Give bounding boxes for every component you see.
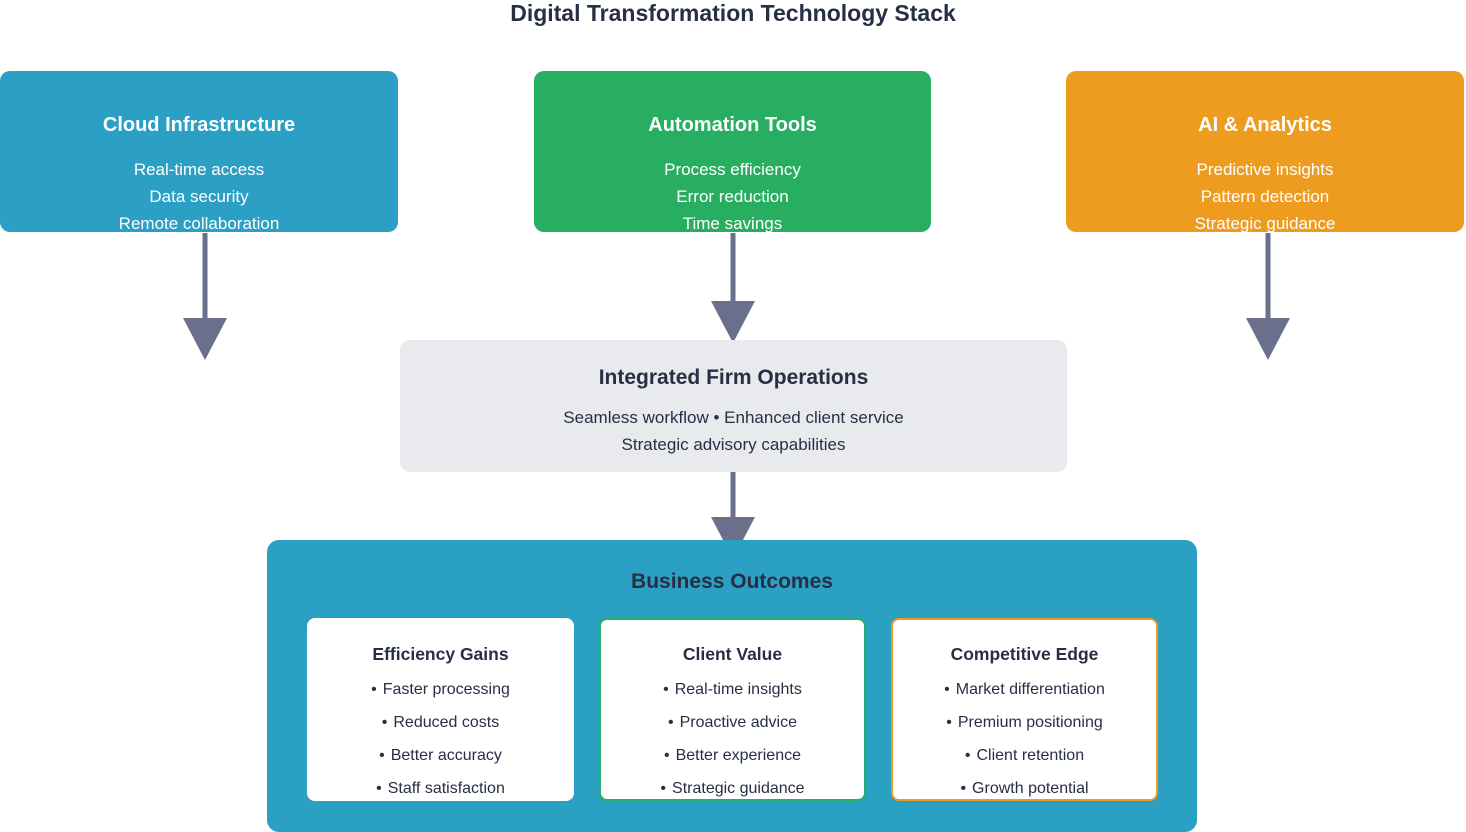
outcomes-panel: Business Outcomes Efficiency Gains •Fast…	[267, 540, 1197, 832]
bullet-icon: •	[376, 780, 382, 797]
pillar-feature-item: Predictive insights	[1196, 160, 1334, 179]
bullet-icon: •	[668, 714, 674, 731]
down-arrow-cloud-icon	[183, 233, 227, 360]
outcome-cards-row: Efficiency Gains •Faster processing •Red…	[307, 618, 1158, 801]
outcome-card-title: Competitive Edge	[950, 644, 1099, 664]
outcome-item: •Strategic guidance	[660, 780, 805, 797]
pillar-feature-item: Remote collaboration	[118, 214, 280, 233]
outcome-item: •Staff satisfaction	[376, 780, 505, 797]
pillar-cloud-infrastructure: Cloud Infrastructure Real-time access Da…	[0, 71, 398, 233]
arrow-head	[711, 301, 755, 343]
pillar-feature-item: Strategic guidance	[1194, 214, 1336, 233]
pillar-title: Cloud Infrastructure	[102, 114, 296, 136]
down-arrow-automation-icon	[711, 233, 755, 343]
pillar-automation-tools: Automation Tools Process efficiency Erro…	[534, 71, 931, 233]
outcome-item: •Client retention	[964, 747, 1085, 764]
down-arrow-ai-icon	[1246, 233, 1290, 360]
pillar-feature-item: Pattern detection	[1200, 187, 1330, 206]
bullet-icon: •	[964, 747, 971, 764]
integration-box: Integrated Firm Operations Seamless work…	[400, 340, 1067, 472]
outcome-item: •Market differentiation	[944, 681, 1105, 698]
bullet-icon: •	[379, 747, 385, 764]
integration-line: Strategic advisory capabilities	[621, 435, 846, 454]
bullet-icon: •	[663, 747, 670, 764]
pillar-feature-item: Real-time access	[133, 160, 265, 179]
pillar-feature-item: Process efficiency	[664, 160, 801, 179]
outcome-card-efficiency-gains: Efficiency Gains •Faster processing •Red…	[307, 618, 574, 801]
pillar-feature-item: Time savings	[682, 214, 783, 233]
diagram-title: Digital Transformation Technology Stack	[510, 0, 956, 26]
outcome-item: •Real-time insights	[663, 681, 802, 698]
arrow-stem	[1265, 233, 1271, 319]
outcomes-title: Business Outcomes	[631, 570, 833, 593]
outcome-item: •Growth potential	[960, 780, 1089, 797]
outcome-item: •Proactive advice	[668, 714, 797, 731]
pillar-feature-item: Error reduction	[676, 187, 789, 206]
pillar-title: AI & Analytics	[1198, 114, 1332, 136]
bullet-icon: •	[663, 681, 669, 698]
arrow-head	[183, 318, 227, 360]
outcome-item: •Better accuracy	[379, 747, 502, 764]
bullet-icon: •	[371, 681, 377, 698]
outcome-item: •Better experience	[663, 747, 801, 764]
outcome-card-client-value: Client Value •Real-time insights •Proact…	[599, 618, 866, 801]
outcome-card-competitive-edge: Competitive Edge •Market differentiation…	[891, 618, 1158, 801]
pillar-feature-item: Data security	[149, 187, 249, 206]
arrow-head	[1246, 318, 1290, 360]
integration-line: Seamless workflow • Enhanced client serv…	[563, 408, 904, 427]
arrow-stem	[730, 472, 736, 518]
bullet-icon: •	[944, 681, 950, 698]
pillar-title: Automation Tools	[648, 114, 817, 136]
outcome-item: •Faster processing	[371, 681, 510, 698]
pillar-ai-analytics: AI & Analytics Predictive insights Patte…	[1066, 71, 1464, 233]
outcome-card-title: Efficiency Gains	[372, 644, 509, 664]
outcome-item: •Premium positioning	[946, 714, 1103, 731]
bullet-icon: •	[660, 780, 667, 797]
outcome-item: •Reduced costs	[381, 714, 500, 731]
arrow-stem	[730, 233, 736, 302]
bullet-icon: •	[960, 780, 967, 797]
bullet-icon: •	[381, 714, 388, 731]
outcome-card-title: Client Value	[682, 644, 783, 664]
bullet-icon: •	[946, 714, 952, 731]
arrow-stem	[202, 233, 208, 319]
integration-title: Integrated Firm Operations	[598, 366, 869, 389]
